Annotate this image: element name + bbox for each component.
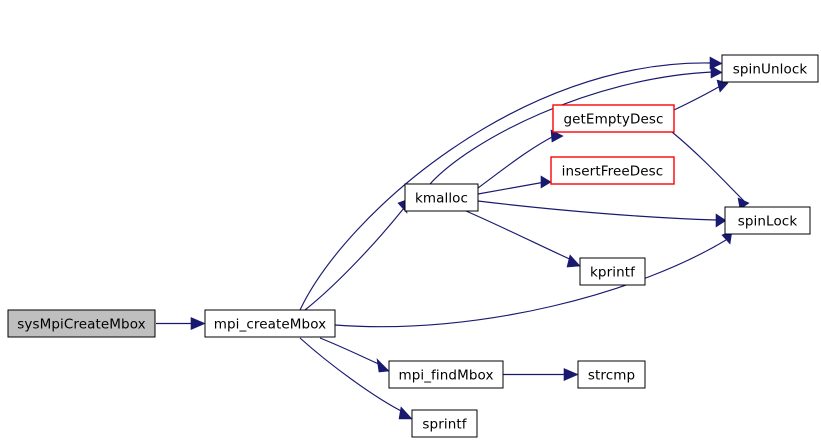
node-label: getEmptyDesc — [563, 112, 663, 128]
edge-getEmptyDesc-to-spinUnlock — [673, 79, 729, 111]
node-kprintf[interactable]: kprintf — [579, 257, 646, 286]
arrowhead-icon — [376, 358, 390, 373]
edge-line — [477, 200, 717, 221]
edge-line — [429, 71, 713, 185]
edge-line — [477, 134, 557, 189]
edge-getEmptyDesc-to-spinLock — [671, 131, 750, 210]
node-box[interactable] — [404, 183, 479, 212]
node-label: spinLock — [738, 214, 798, 230]
node-box[interactable] — [721, 54, 819, 83]
node-strcmp[interactable]: strcmp — [577, 360, 646, 389]
node-mpi_createMbox[interactable]: mpi_createMbox — [204, 309, 336, 338]
node-label: kmalloc — [415, 191, 468, 207]
node-insertFreeDesc[interactable]: insertFreeDesc — [550, 156, 675, 185]
edge-mpi_createMbox-to-kmalloc — [304, 199, 408, 311]
arrowhead-icon — [737, 197, 750, 210]
node-mpi_findMbox[interactable]: mpi_findMbox — [388, 360, 504, 389]
edge-mpi_createMbox-to-sprintf — [299, 337, 413, 420]
arrowhead-icon — [563, 368, 579, 381]
node-box[interactable] — [577, 360, 646, 389]
node-label: sysMpiCreateMbox — [17, 317, 146, 333]
node-label: kprintf — [590, 265, 636, 281]
edge-line — [477, 181, 546, 195]
node-box[interactable] — [552, 104, 675, 133]
node-spinLock[interactable]: spinLock — [724, 206, 811, 235]
edge-kmalloc-to-getEmptyDesc — [477, 129, 564, 189]
edge-line — [319, 337, 382, 366]
arrowhead-icon — [566, 254, 581, 268]
node-box[interactable] — [7, 309, 156, 338]
edge-line — [304, 207, 405, 311]
edge-mpi_createMbox-to-spinUnlock — [299, 56, 723, 311]
arrowhead-icon — [710, 65, 723, 79]
edge-mpi_findMbox-to-strcmp — [503, 368, 579, 381]
edge-kmalloc-to-kprintf — [465, 210, 581, 268]
node-label: mpi_createMbox — [214, 317, 327, 333]
arrowhead-icon — [715, 213, 727, 228]
node-box[interactable] — [411, 409, 478, 438]
edge-kmalloc-to-spinLock — [477, 200, 727, 228]
edge-line — [299, 62, 711, 311]
node-kmalloc[interactable]: kmalloc — [404, 183, 479, 212]
edge-kmalloc-to-insertFreeDesc — [477, 175, 552, 195]
node-getEmptyDesc[interactable]: getEmptyDesc — [552, 104, 675, 133]
node-box[interactable] — [724, 206, 811, 235]
nodes-layer: sysMpiCreateMbox mpi_createMbox kmalloc get… — [7, 54, 819, 438]
node-box[interactable] — [388, 360, 504, 389]
node-label: strcmp — [588, 368, 635, 384]
node-box[interactable] — [550, 156, 675, 185]
node-label: mpi_findMbox — [398, 368, 493, 384]
arrowhead-icon — [540, 175, 552, 189]
node-sprintf[interactable]: sprintf — [411, 409, 478, 438]
edge-sysMpiCreateMbox-to-mpi_createMbox — [156, 317, 206, 330]
node-label: insertFreeDesc — [562, 164, 664, 180]
arrowhead-icon — [190, 317, 206, 330]
edge-line — [671, 131, 745, 202]
edge-line — [299, 337, 406, 414]
node-label: spinUnlock — [733, 62, 808, 78]
node-label: sprintf — [422, 417, 467, 433]
edge-line — [334, 239, 727, 328]
node-sysMpiCreateMbox[interactable]: sysMpiCreateMbox — [7, 309, 156, 338]
edge-line — [465, 210, 575, 262]
edge-mpi_createMbox-to-spinLock — [334, 230, 733, 328]
edge-kmalloc-to-spinUnlock — [429, 65, 723, 185]
edge-mpi_createMbox-to-mpi_findMbox — [319, 337, 390, 373]
node-box[interactable] — [204, 309, 336, 338]
arrowhead-icon — [398, 406, 413, 420]
node-box[interactable] — [579, 257, 646, 286]
node-spinUnlock[interactable]: spinUnlock — [721, 54, 819, 83]
arrowhead-icon — [550, 129, 564, 143]
edge-line — [673, 84, 723, 111]
arrowhead-icon — [709, 56, 723, 70]
